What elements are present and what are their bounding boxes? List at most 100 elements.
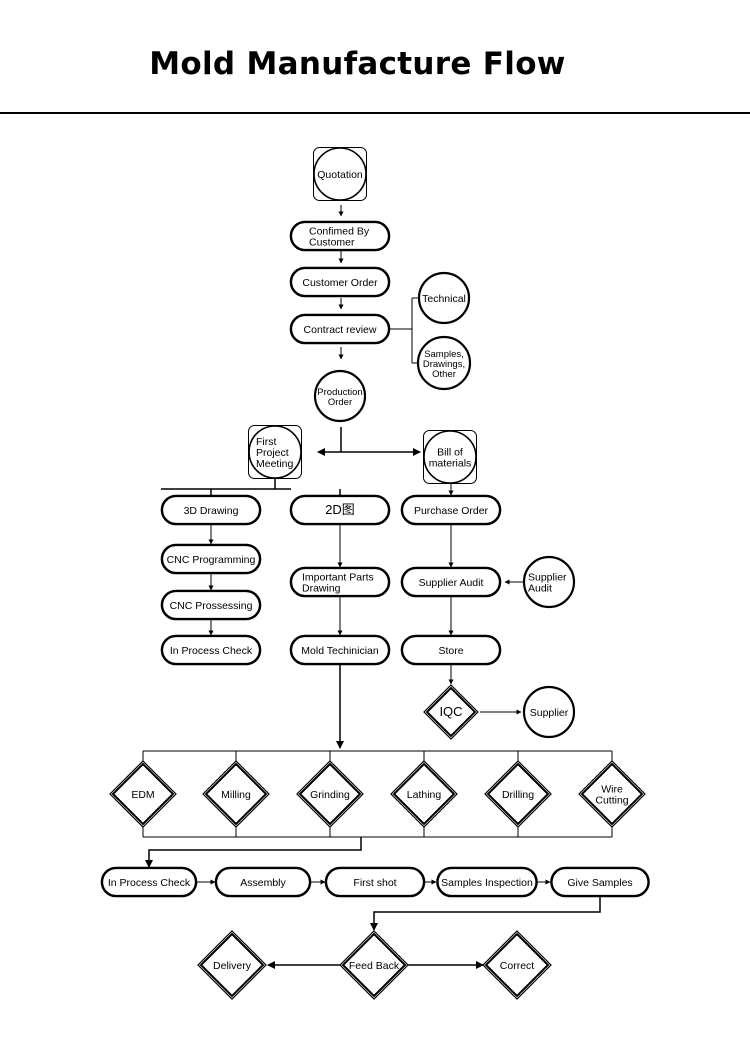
diamond-shape xyxy=(390,760,458,828)
circle-shape xyxy=(417,271,471,325)
pill-shape xyxy=(400,566,502,598)
node-label: Samples Inspection xyxy=(441,877,533,889)
diamond-shape xyxy=(339,930,409,1000)
node-correct: Correct xyxy=(482,930,552,1000)
node-customer-order: Customer Order xyxy=(289,266,391,298)
node-first-shot: First shot xyxy=(324,866,426,898)
pill-shape xyxy=(160,543,262,575)
diamond-inner xyxy=(298,762,362,826)
node-store: Store xyxy=(400,634,502,666)
node-label: Feed Back xyxy=(349,960,400,972)
node-supplier-audit: Supplier Audit xyxy=(400,566,502,598)
node-label: Other xyxy=(432,369,456,380)
diamond-shape xyxy=(578,760,646,828)
arrow-connector xyxy=(370,897,601,931)
title-divider xyxy=(0,112,750,114)
pill-shape xyxy=(100,866,198,898)
diamond-inner xyxy=(392,762,456,826)
node-label: Lathing xyxy=(407,789,442,801)
node-label: Grinding xyxy=(310,789,350,801)
node-label: Purchase Order xyxy=(414,505,489,517)
node-drilling: Drilling xyxy=(484,760,552,828)
node-feed-back: Feed Back xyxy=(339,930,409,1000)
node-label: Supplier xyxy=(528,571,567,583)
diamond-inner xyxy=(484,932,550,998)
node-label: 2D图 xyxy=(325,502,355,517)
node-supplier: Supplier xyxy=(522,685,576,739)
node-label: 3D Drawing xyxy=(184,505,239,517)
diamond-inner xyxy=(199,932,265,998)
node-label: Supplier Audit xyxy=(419,577,484,589)
pill-shape xyxy=(160,634,262,666)
diamond-shape xyxy=(482,930,552,1000)
node-mold-technician: Mold Techinician xyxy=(289,634,391,666)
node-label: Delivery xyxy=(213,960,252,972)
pill-shape xyxy=(289,313,391,345)
node-label: First shot xyxy=(353,877,396,889)
pill-shape xyxy=(289,566,391,598)
circle-shape xyxy=(416,335,472,391)
node-cnc-programming: CNC Programming xyxy=(160,543,262,575)
node-iqc: IQC xyxy=(423,684,479,740)
node-label: IQC xyxy=(439,704,462,719)
page-title: Mold Manufacture Flow xyxy=(149,46,566,82)
node-label: Important Parts xyxy=(302,571,374,583)
node-delivery: Delivery xyxy=(197,930,267,1000)
diamond-shape xyxy=(484,760,552,828)
node-quotation: Quotation xyxy=(313,147,367,201)
node-samples-drawings: Samples,Drawings,Other xyxy=(416,335,472,391)
circle-shape xyxy=(522,555,576,609)
pill-shape xyxy=(289,634,391,666)
node-label: First xyxy=(256,436,276,448)
node-label: Supplier xyxy=(530,707,569,719)
node-drawing-2d: 2D图 xyxy=(289,494,391,526)
node-label: Confimed By xyxy=(309,225,370,237)
node-in-process-check-1: In Process Check xyxy=(160,634,262,666)
node-edm: EDM xyxy=(109,760,177,828)
node-label: CNC Programming xyxy=(167,554,256,566)
pill-shape xyxy=(289,494,391,526)
pill-shape xyxy=(550,866,650,898)
circle-shape xyxy=(248,425,302,479)
node-label: Give Samples xyxy=(567,877,632,889)
pill-shape xyxy=(160,494,262,526)
node-label: Drilling xyxy=(502,789,534,801)
pill-shape xyxy=(214,866,312,898)
node-label: Store xyxy=(438,645,463,657)
node-label: Customer Order xyxy=(302,277,378,289)
node-label: Wire xyxy=(601,783,623,795)
pill-shape xyxy=(289,266,391,298)
diamond-inner xyxy=(425,686,477,738)
node-label: Production xyxy=(317,387,362,398)
diamond-inner xyxy=(486,762,550,826)
node-label: Cutting xyxy=(595,794,628,806)
node-label: In Process Check xyxy=(170,645,253,657)
diamond-shape xyxy=(109,760,177,828)
diamond-shape xyxy=(423,684,479,740)
node-label: Bill of xyxy=(437,446,463,458)
pill-shape xyxy=(400,634,502,666)
pill-shape xyxy=(160,589,262,621)
node-label: Assembly xyxy=(240,877,286,889)
node-drawing-3d: 3D Drawing xyxy=(160,494,262,526)
diamond-inner xyxy=(580,762,644,826)
node-label: Drawings, xyxy=(423,359,465,370)
diamond-shape xyxy=(197,930,267,1000)
node-milling: Milling xyxy=(202,760,270,828)
node-technical: Technical xyxy=(417,271,471,325)
node-label: Samples, xyxy=(424,349,464,360)
arrow-connector xyxy=(145,837,362,868)
node-label: Contract review xyxy=(304,324,377,336)
node-give-samples: Give Samples xyxy=(550,866,650,898)
node-label: Correct xyxy=(500,960,535,972)
diamond-shape xyxy=(296,760,364,828)
circle-shape xyxy=(522,685,576,739)
node-assembly: Assembly xyxy=(214,866,312,898)
diamond-inner xyxy=(204,762,268,826)
